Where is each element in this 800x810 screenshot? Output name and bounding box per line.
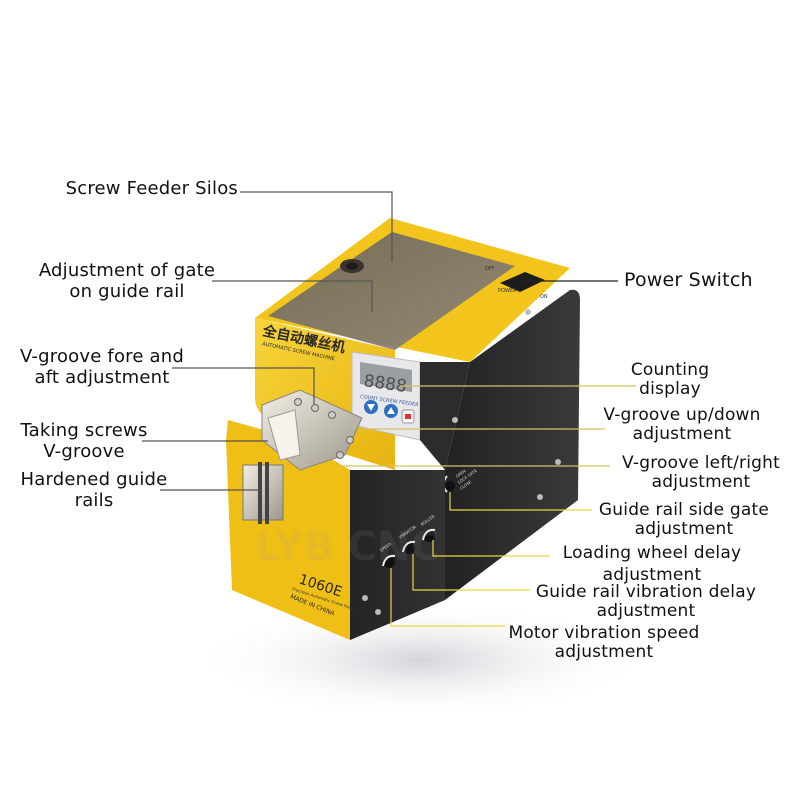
callout-line: V-groove fore and xyxy=(19,346,185,367)
power-name-label: POWER xyxy=(498,288,517,294)
leader-motor-speed xyxy=(390,568,505,627)
speed-knob[interactable] xyxy=(382,554,396,568)
right-side-panel xyxy=(445,289,580,600)
floor-shadow xyxy=(190,600,650,720)
knob-label-speed: SPEED xyxy=(379,541,393,553)
callout-line: display xyxy=(639,379,701,399)
callout-line: adjustment xyxy=(651,472,751,492)
counting-display xyxy=(360,362,412,392)
leader-loading-wheel xyxy=(432,540,550,557)
callout-line: on guide rail xyxy=(69,281,185,302)
leader-lines xyxy=(142,191,636,627)
leader-vgroove-fore-aft xyxy=(172,367,315,404)
leader-side-gate xyxy=(449,492,592,511)
callout-line: adjustment xyxy=(554,642,654,662)
roller-knob[interactable] xyxy=(422,528,436,542)
callout-line: Guide rail side gate xyxy=(598,500,770,520)
callout-line: adjustment xyxy=(602,565,702,585)
callout-line: Power Switch xyxy=(624,269,753,291)
leader-rail-vibration xyxy=(412,554,530,591)
gate-knob-label-open: OPEN xyxy=(455,468,467,478)
power-on-label: ON xyxy=(540,294,548,300)
callout-line: V-groove xyxy=(43,441,125,462)
callout-line: Counting xyxy=(630,360,710,380)
callout-line: Motor vibration speed xyxy=(508,623,700,643)
callout-line: adjustment xyxy=(596,601,696,621)
callout-line: Taking screws xyxy=(20,420,148,441)
callout-line: Screw Feeder Silos xyxy=(65,178,238,199)
callout-line: Adjustment of gate xyxy=(38,260,216,281)
leader-screw-feeder-silos xyxy=(240,191,393,262)
hardened-guide-rails xyxy=(242,464,284,521)
callout-line: rails xyxy=(74,490,114,511)
vibrator-knob[interactable] xyxy=(402,540,416,554)
callout-line: V-groove left/right xyxy=(622,453,780,473)
power-switch[interactable] xyxy=(500,272,545,292)
callout-line: Loading wheel delay xyxy=(562,543,742,563)
callout-line: Hardened guide xyxy=(20,469,168,490)
callout-line: adjustment xyxy=(632,424,732,444)
leader-gate-adjustment xyxy=(212,280,373,312)
callout-line: adjustment xyxy=(634,519,734,539)
label-power-switch: Power Switch xyxy=(624,270,753,291)
silo-lid xyxy=(268,232,515,350)
taking-screws-vgroove xyxy=(267,409,301,461)
watermark: LYB CNC xyxy=(255,524,440,570)
callout-line: Guide rail vibration delay xyxy=(535,582,757,602)
callout-line: V-groove up/down xyxy=(603,405,761,425)
gate-knob-label-close: CLOSE xyxy=(459,479,473,491)
label-screw-feeder-silos: Screw Feeder Silos xyxy=(40,178,238,199)
power-off-label: OFF xyxy=(485,266,495,272)
callout-line: aft adjustment xyxy=(34,367,170,388)
